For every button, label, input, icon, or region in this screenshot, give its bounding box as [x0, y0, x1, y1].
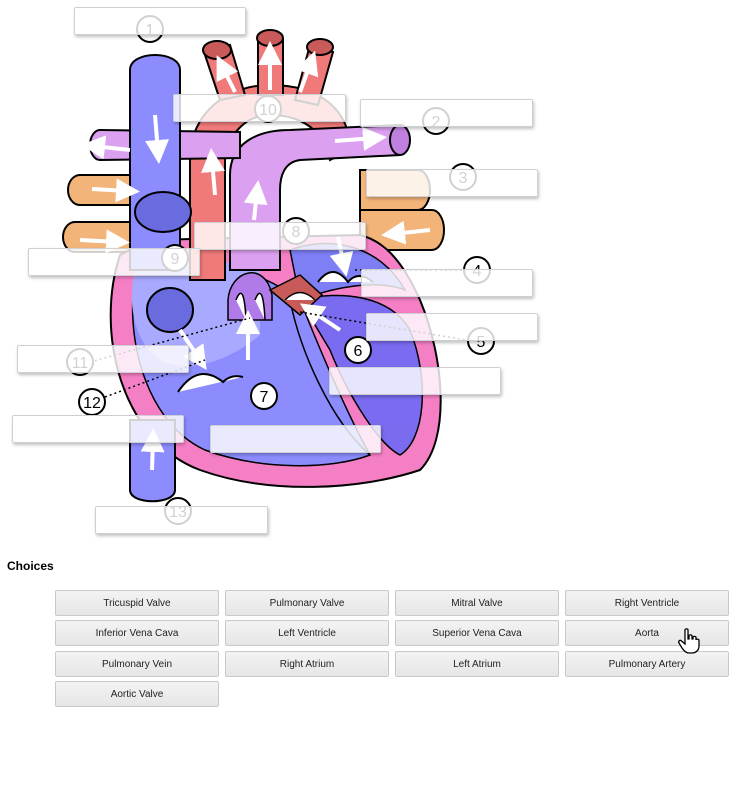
choice-left-ventricle[interactable]: Left Ventricle — [225, 620, 389, 646]
choice-inferior-vena-cava[interactable]: Inferior Vena Cava — [55, 620, 219, 646]
drop-target-13[interactable] — [95, 506, 268, 534]
drop-target-6[interactable] — [329, 367, 501, 395]
choice-mitral-valve[interactable]: Mitral Valve — [395, 590, 559, 616]
choice-tricuspid-valve[interactable]: Tricuspid Valve — [55, 590, 219, 616]
choice-pulmonary-vein[interactable]: Pulmonary Vein — [55, 651, 219, 677]
svg-text:12: 12 — [83, 395, 101, 412]
svg-text:7: 7 — [260, 389, 269, 406]
choices-title: Choices — [7, 559, 54, 573]
svg-text:5: 5 — [477, 334, 486, 351]
choice-superior-vena-cava[interactable]: Superior Vena Cava — [395, 620, 559, 646]
marker-7: 7 — [250, 382, 278, 410]
drop-target-8[interactable] — [194, 222, 366, 250]
drop-target-11[interactable] — [17, 345, 189, 373]
choice-aortic-valve[interactable]: Aortic Valve — [55, 681, 219, 707]
choice-aorta[interactable]: Aorta — [565, 620, 729, 646]
drop-target-1[interactable] — [74, 7, 246, 35]
choice-left-atrium[interactable]: Left Atrium — [395, 651, 559, 677]
svg-text:6: 6 — [354, 343, 363, 360]
drop-target-2[interactable] — [360, 99, 533, 127]
drop-target-5[interactable] — [366, 313, 538, 341]
drop-target-12[interactable] — [12, 415, 184, 443]
marker-6: 6 — [344, 336, 372, 364]
drop-target-7[interactable] — [210, 425, 381, 453]
choice-right-ventricle[interactable]: Right Ventricle — [565, 590, 729, 616]
marker-12: 12 — [78, 388, 106, 416]
drop-target-3[interactable] — [366, 169, 538, 197]
choice-pulmonary-artery[interactable]: Pulmonary Artery — [565, 651, 729, 677]
hand-pointer-icon — [678, 628, 700, 654]
drop-target-4[interactable] — [361, 269, 533, 297]
drop-target-9[interactable] — [28, 248, 200, 276]
drop-target-10[interactable] — [173, 94, 346, 122]
choice-right-atrium[interactable]: Right Atrium — [225, 651, 389, 677]
choice-pulmonary-valve[interactable]: Pulmonary Valve — [225, 590, 389, 616]
